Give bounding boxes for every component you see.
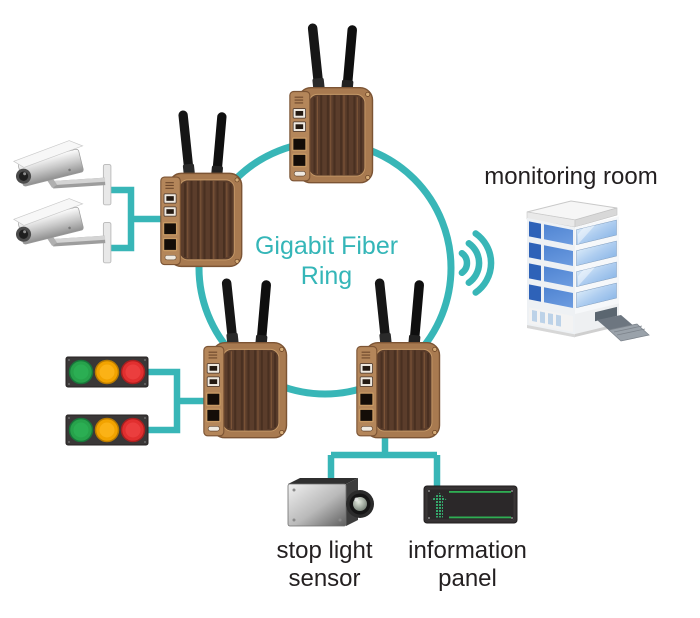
cctv-camera-icon-1: [10, 138, 110, 205]
information-panel-label: information panel: [395, 537, 540, 593]
stop-light-sensor-label-line2: sensor: [288, 565, 361, 592]
traffic-light-icon-1: [65, 356, 149, 388]
stop-light-sensor-label: stop light sensor: [252, 537, 397, 593]
wireless-router-icon-top: [288, 21, 374, 184]
information-panel-label-line2: panel: [438, 565, 497, 592]
wireless-signal-icon: [458, 230, 495, 296]
ring-label-line1: Gigabit Fiber: [254, 232, 399, 260]
wireless-router-icon-bottom-right: [355, 276, 441, 439]
office-building-icon: [526, 200, 650, 342]
bottom-cable-connector: [327, 428, 441, 488]
traffic-cable-connector: [148, 368, 206, 434]
monitoring-room-label: monitoring room: [471, 163, 671, 191]
information-panel-label-line1: information: [408, 537, 527, 564]
cctv-camera-icon-2: [10, 196, 110, 263]
ring-label-line2: Ring: [300, 262, 353, 290]
wireless-router-icon-bottom-left: [202, 276, 288, 439]
monitoring-room-label-text: monitoring room: [484, 163, 658, 190]
ring-label: Gigabit Fiber Ring: [244, 231, 409, 291]
stop-light-sensor-label-line1: stop light: [276, 537, 373, 564]
traffic-light-icon-2: [65, 414, 149, 446]
stop-light-sensor-camera-icon: [287, 477, 375, 527]
cctv-cable-connector: [106, 186, 164, 252]
information-panel-icon: [423, 485, 518, 524]
wireless-router-icon-left: [159, 108, 243, 268]
